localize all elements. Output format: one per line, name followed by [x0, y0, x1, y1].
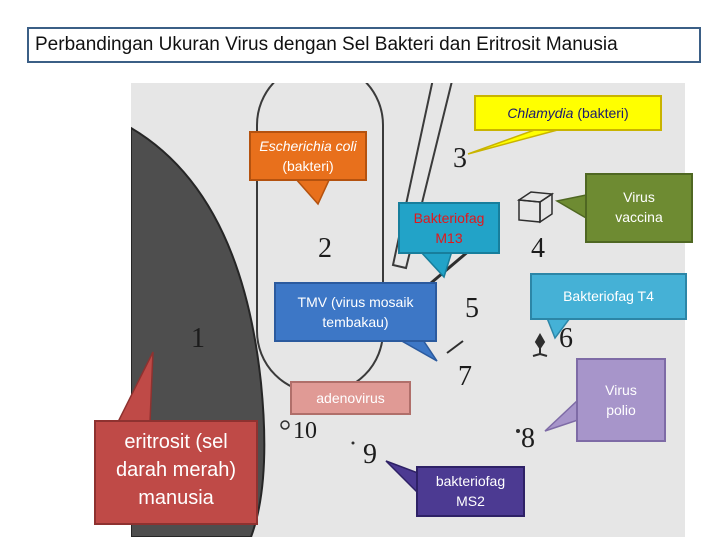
polio-label-line1: Virus: [605, 382, 637, 398]
tmv-label-line1: TMV (virus mosaik: [297, 294, 414, 310]
m13-shape: [446, 340, 464, 354]
ms2-dot: [351, 441, 355, 445]
number-8: 8: [521, 423, 535, 454]
callout-tmv: TMV (virus mosaik tembakau): [274, 282, 437, 342]
callout-vaccina: Virus vaccina: [585, 173, 693, 243]
number-3: 3: [453, 143, 467, 174]
callout-m13: Bakteriofag M13: [398, 202, 500, 254]
callout-eritrosit: eritrosit (sel darah merah) manusia: [94, 420, 258, 525]
ecoli-label-line2: (bakteri): [282, 158, 334, 174]
callout-ecoli: Escherichia coli (bakteri): [249, 131, 367, 181]
chlamydia-italic-label: Chlamydia: [507, 105, 574, 121]
adenovirus-label: adenovirus: [316, 390, 385, 406]
callout-chlamydia: Chlamydia (bakteri): [474, 95, 662, 131]
number-1: 1: [191, 323, 205, 354]
polio-dot: [516, 429, 520, 433]
number-7: 7: [458, 361, 472, 392]
t4-shape: [532, 332, 548, 357]
eritrosit-label-line3: manusia: [138, 487, 214, 509]
number-10: 10: [293, 418, 317, 444]
m13-label-line1: Bakteriofag: [413, 210, 485, 226]
adeno-dot: [280, 420, 290, 430]
vaccina-shape: [516, 191, 555, 224]
callout-adenovirus: adenovirus: [290, 381, 411, 415]
slide-title: Perbandingan Ukuran Virus dengan Sel Bak…: [27, 27, 701, 63]
number-6: 6: [559, 323, 573, 354]
ms2-label-line1: bakteriofag: [435, 473, 506, 489]
polio-label-line2: polio: [606, 402, 636, 418]
m13-label-line2: M13: [435, 230, 463, 246]
ecoli-label-line1: Escherichia coli: [259, 138, 357, 154]
t4-label: Bakteriofag T4: [563, 288, 654, 304]
vaccina-label-line1: Virus: [623, 189, 655, 205]
vaccina-label-line2: vaccina: [615, 209, 663, 225]
callout-polio: Virus polio: [576, 358, 666, 442]
number-5: 5: [465, 293, 479, 324]
chlamydia-rest-label: (bakteri): [573, 105, 629, 121]
tmv-label-line2: tembakau): [322, 314, 389, 330]
number-2: 2: [318, 233, 332, 264]
callout-ms2: bakteriofag MS2: [416, 466, 525, 517]
ms2-label-line2: MS2: [456, 493, 485, 509]
number-9: 9: [363, 439, 377, 470]
eritrosit-label-line2: darah merah): [115, 459, 237, 481]
callout-t4: Bakteriofag T4: [530, 273, 687, 320]
number-4: 4: [531, 233, 545, 264]
eritrosit-label-line1: eritrosit (sel: [124, 431, 228, 453]
